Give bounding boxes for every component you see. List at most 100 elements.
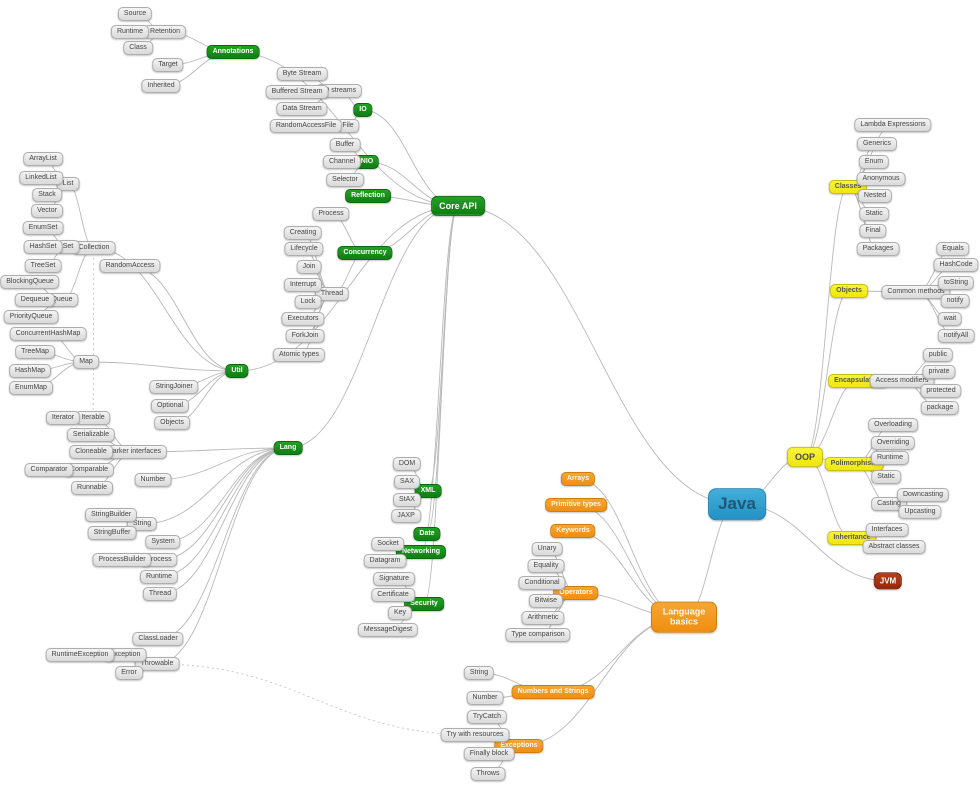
node-cloneable[interactable]: Cloneable [69,444,113,460]
node-stringbuilder[interactable]: StringBuilder [84,507,138,523]
node-dequeue[interactable]: Dequeue [14,292,56,308]
node-security[interactable]: Security [404,596,444,612]
node-common-methods[interactable]: Common methods [881,284,951,300]
node-packages[interactable]: Packages [856,241,900,257]
node-oop[interactable]: OOP [786,446,824,468]
node-thread-c[interactable]: Thread [314,286,350,302]
node-sax[interactable]: SAX [393,474,421,490]
node-error[interactable]: Error [115,665,143,681]
node-forkjoin[interactable]: ForkJoin [285,328,325,344]
node-polimorphism[interactable]: Polimorphism [824,456,884,472]
node-stringjoiner[interactable]: StringJoiner [149,379,199,395]
node-blockingqueue[interactable]: BlockingQueue [0,274,60,290]
node-priorityqueue[interactable]: PriorityQueue [3,309,59,325]
node-generics[interactable]: Generics [856,136,898,152]
node-hashcode[interactable]: HashCode [933,257,979,273]
node-private[interactable]: private [922,364,956,380]
node-certificate[interactable]: Certificate [371,587,415,603]
node-notifyall[interactable]: notifyAll [937,328,975,344]
node-jvm[interactable]: JVM [873,572,903,590]
node-map[interactable]: Map [73,354,99,370]
node-notify[interactable]: notify [940,293,970,309]
node-primitive-types[interactable]: Primitive types [545,497,607,513]
node-lock[interactable]: Lock [294,294,322,310]
node-arrays[interactable]: Arrays [560,471,596,487]
node-objects-u[interactable]: Objects [154,415,190,431]
node-downcasting[interactable]: Downcasting [896,487,950,503]
node-bitwise[interactable]: Bitwise [528,593,564,609]
node-package[interactable]: package [920,400,960,416]
node-randomaccess[interactable]: RandomAccess [99,258,161,274]
node-static-p[interactable]: Static [871,469,901,485]
node-serializable[interactable]: Serializable [66,427,116,443]
node-runtime-a[interactable]: Runtime [110,24,150,40]
node-vector[interactable]: Vector [31,203,63,219]
node-hashmap[interactable]: HashMap [9,363,51,379]
node-try-with-resources[interactable]: Try with resources [440,727,510,743]
node-lambda-expressions[interactable]: Lambda Expressions [854,117,932,133]
node-processbuilder[interactable]: ProcessBuilder [92,552,152,568]
node-access-modifiers[interactable]: Access modifiers [869,373,935,389]
node-date[interactable]: Date [413,526,441,542]
node-stack[interactable]: Stack [32,187,62,203]
node-thread-l[interactable]: Thread [142,586,178,602]
node-enummap[interactable]: EnumMap [9,380,53,396]
node-randomaccessfile[interactable]: RandomAccessFile [269,118,343,134]
node-abstract-classes[interactable]: Abstract classes [862,539,926,555]
node-source[interactable]: Source [117,6,153,22]
node-treeset[interactable]: TreeSet [24,258,62,274]
node-interfaces[interactable]: Interfaces [865,522,909,538]
node-comparator[interactable]: Comparator [24,462,74,478]
node-iterator[interactable]: Iterator [45,410,81,426]
node-operators[interactable]: Operators [553,585,599,601]
node-type-comparison[interactable]: Type comparison [505,627,571,643]
node-runtimeexception[interactable]: RuntimeException [45,647,115,663]
node-upcasting[interactable]: Upcasting [898,504,942,520]
node-anonymous[interactable]: Anonymous [856,171,906,187]
node-concurrenthashmap[interactable]: ConcurrentHashMap [9,326,87,342]
node-arithmetic[interactable]: Arithmetic [521,610,565,626]
node-enumset[interactable]: EnumSet [22,220,64,236]
node-overloading[interactable]: Overloading [868,417,918,433]
node-messagedigest[interactable]: MessageDigest [357,622,419,638]
node-buffer[interactable]: Buffer [329,137,361,153]
node-keywords[interactable]: Keywords [550,523,596,539]
node-runtime-p[interactable]: Runtime [870,450,910,466]
node-runtime-l[interactable]: Runtime [139,569,179,585]
node-channel[interactable]: Channel [322,154,362,170]
node-overriding[interactable]: Overriding [870,435,916,451]
node-java[interactable]: Java [708,488,766,520]
node-join[interactable]: Join [296,259,322,275]
node-util[interactable]: Util [225,363,249,379]
node-key[interactable]: Key [387,605,413,621]
node-socket[interactable]: Socket [371,536,405,552]
node-equals[interactable]: Equals [936,241,970,257]
node-buffered-stream[interactable]: Buffered Stream [265,84,329,100]
node-optional[interactable]: Optional [150,398,190,414]
node-finally-block[interactable]: Finally block [463,746,515,762]
node-tostring[interactable]: toString [937,275,975,291]
node-retention[interactable]: Retention [144,24,186,40]
node-enum[interactable]: Enum [858,154,890,170]
node-string-nb[interactable]: String [463,665,495,681]
node-file[interactable]: File [336,118,360,134]
node-dom[interactable]: DOM [392,456,422,472]
node-creating[interactable]: Creating [283,225,323,241]
node-wait[interactable]: wait [937,311,963,327]
node-unary[interactable]: Unary [531,541,563,557]
node-lifecycle[interactable]: Lifecycle [284,241,324,257]
node-signature[interactable]: Signature [373,571,415,587]
node-process-c[interactable]: Process [312,206,350,222]
node-inherited[interactable]: Inherited [141,78,181,94]
node-trycatch[interactable]: TryCatch [466,709,508,725]
node-networking[interactable]: Networking [395,544,447,560]
node-runnable[interactable]: Runnable [71,480,113,496]
node-objects-o[interactable]: Objects [830,283,868,299]
node-iterable[interactable]: Iterable [75,410,111,426]
node-arraylist[interactable]: ArrayList [23,151,63,167]
node-throwable[interactable]: Throwable [134,656,180,672]
node-conditional[interactable]: Conditional [518,575,566,591]
node-class-a[interactable]: Class [123,40,153,56]
node-byte-stream[interactable]: Byte Stream [276,66,328,82]
node-number-l[interactable]: Number [134,472,172,488]
